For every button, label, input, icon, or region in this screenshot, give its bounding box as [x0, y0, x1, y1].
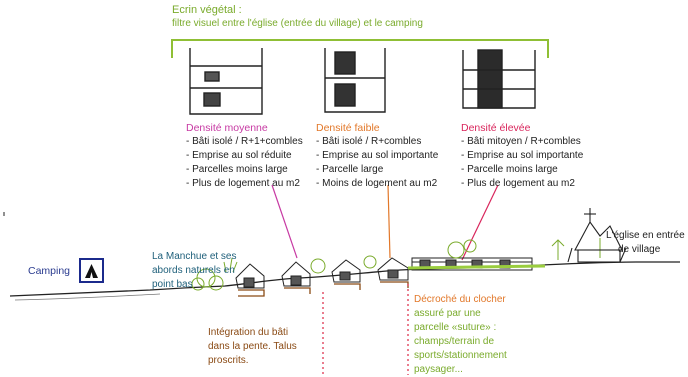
- list-item: - Parcelle large: [316, 164, 384, 175]
- decroche-line: parcelle «suture» :: [414, 322, 497, 333]
- manche-line: abords naturels en: [152, 265, 235, 276]
- list-item: - Parcelles moins large: [186, 164, 288, 175]
- ecrin-bracket: [171, 39, 549, 58]
- list-item: - Plus de logement au m2: [461, 178, 575, 189]
- list-item: - Moins de logement au m2: [316, 178, 438, 189]
- ecrin-subtitle: filtre visuel entre l'église (entrée du …: [172, 18, 423, 29]
- integration-line: Intégration du bâti: [208, 327, 289, 338]
- list-item: - Emprise au sol réduite: [186, 150, 292, 161]
- vegetation-manche: [191, 257, 238, 291]
- manche-line: point bas: [152, 279, 193, 290]
- leader-moyenne: [271, 184, 298, 259]
- list-item: - Bâti isolé / R+1+combles: [186, 136, 303, 147]
- integration-line: proscrits.: [208, 355, 249, 366]
- eglise-label: L'église en entrée de village: [606, 229, 685, 257]
- manche-line: La Manchue et ses: [152, 251, 237, 262]
- list-item: - Parcelle moins large: [461, 164, 558, 175]
- column-list: - Bâti mitoyen / R+combles - Emprise au …: [461, 135, 583, 191]
- list-item: - Plus de logement au m2: [186, 178, 300, 189]
- suture-parcel-line: [407, 264, 546, 270]
- decroche-line: Décroché du clocher: [414, 294, 506, 305]
- church-sketch: [567, 208, 627, 263]
- column-moyenne: Densité moyenne - Bâti isolé / R+1+combl…: [186, 121, 303, 191]
- camping-label: Camping: [28, 265, 71, 277]
- eglise-line: L'église en entrée: [606, 230, 685, 241]
- column-faible: Densité faible - Bâti isolé / R+combles …: [316, 121, 438, 191]
- decroche-line: assuré par une: [414, 308, 481, 319]
- list-item: - Emprise au sol importante: [461, 150, 584, 161]
- column-title: Densité moyenne: [186, 122, 268, 134]
- column-title: Densité élevée: [461, 122, 531, 134]
- list-item: - Bâti isolé / R+combles: [316, 136, 422, 147]
- list-item: - Emprise au sol importante: [316, 150, 439, 161]
- decroche-line: champs/terrain de: [414, 336, 495, 347]
- plot-diagram-elevee: [462, 49, 536, 109]
- list-item: - Bâti mitoyen / R+combles: [461, 136, 581, 147]
- decroche-line: sports/stationnement: [414, 350, 507, 361]
- tree-sketches: [310, 238, 601, 274]
- plot-diagram-faible: [324, 48, 386, 113]
- decroche-label: Décroché du clocher assuré par une parce…: [414, 293, 507, 377]
- column-title: Densité faible: [316, 122, 380, 134]
- column-list: - Bâti isolé / R+combles - Emprise au so…: [316, 135, 438, 191]
- eglise-line: de village: [618, 244, 661, 255]
- ecrin-title-block: Ecrin végétal : filtre visuel entre l'ég…: [172, 3, 423, 31]
- manche-label: La Manchue et ses abords naturels en poi…: [152, 250, 237, 292]
- plot-diagram-moyenne: [189, 48, 263, 115]
- tent-icon: [79, 258, 104, 283]
- column-elevee: Densité élevée - Bâti mitoyen / R+comble…: [461, 121, 583, 191]
- leader-faible: [387, 184, 391, 259]
- integration-label: Intégration du bâti dans la pente. Talus…: [208, 326, 297, 368]
- leader-elevee: [461, 184, 499, 261]
- integration-line: dans la pente. Talus: [208, 341, 297, 352]
- house-sketches: [235, 257, 533, 289]
- column-list: - Bâti isolé / R+1+combles - Emprise au …: [186, 135, 303, 191]
- decroche-line: paysager...: [414, 364, 463, 375]
- ecrin-title: Ecrin végétal :: [172, 4, 242, 16]
